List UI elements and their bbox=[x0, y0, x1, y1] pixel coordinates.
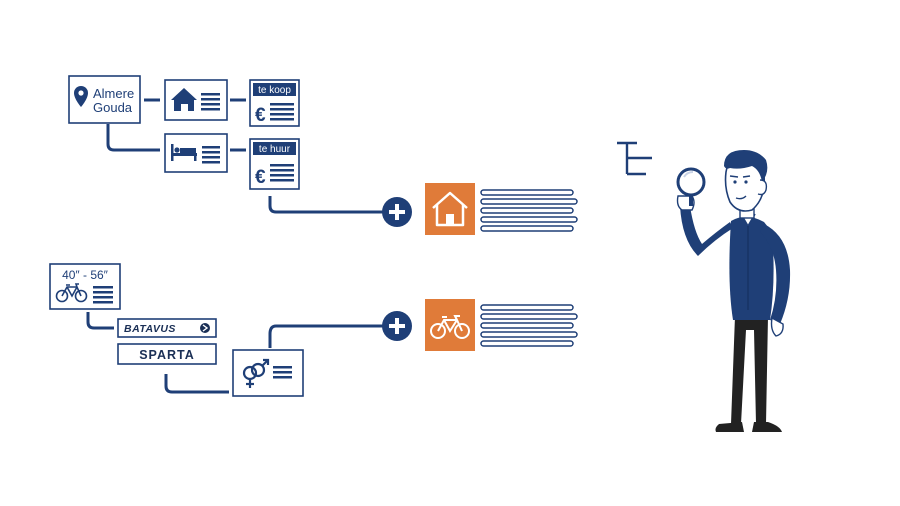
svg-text:€: € bbox=[255, 105, 266, 126]
housing-flow bbox=[106, 98, 385, 214]
brand-batavus-card: BATAVUS bbox=[117, 318, 217, 338]
bed-icon bbox=[171, 144, 197, 161]
for-rent-card: te huur € bbox=[249, 138, 300, 190]
gender-symbols-icon bbox=[242, 358, 270, 388]
shirt bbox=[729, 216, 774, 320]
thinking-filter-icon bbox=[617, 141, 652, 176]
house-icon bbox=[432, 191, 468, 227]
bicycle-icon bbox=[430, 315, 470, 339]
right-shoe bbox=[752, 422, 782, 432]
housing-plus-icon bbox=[382, 197, 412, 227]
connector-line bbox=[268, 196, 385, 214]
brand-sparta-card: SPARTA bbox=[117, 343, 217, 365]
for-rent-tag: te huur bbox=[259, 144, 291, 155]
euro-icon: € bbox=[255, 105, 266, 126]
euro-icon: € bbox=[255, 167, 266, 188]
brand-sparta-label: SPARTA bbox=[139, 348, 195, 362]
svg-text:€: € bbox=[255, 167, 266, 188]
trousers bbox=[731, 316, 768, 424]
text-lines-icon bbox=[202, 146, 220, 164]
gender-card bbox=[232, 349, 304, 397]
house-type-card bbox=[164, 79, 228, 121]
for-sale-tag: te koop bbox=[258, 85, 291, 96]
connector-line bbox=[268, 324, 385, 348]
batavus-logo-icon bbox=[200, 323, 210, 333]
location-city-2: Gouda bbox=[93, 100, 133, 115]
text-lines-icon bbox=[201, 93, 220, 111]
location-city-1: Almere bbox=[93, 86, 134, 101]
text-lines-icon bbox=[270, 103, 294, 121]
for-sale-card: te koop € bbox=[249, 79, 300, 127]
housing-result-lines bbox=[480, 189, 578, 232]
text-lines-icon bbox=[273, 366, 292, 379]
bike-size-range: 40″ - 56″ bbox=[62, 268, 109, 282]
person-with-magnifier bbox=[676, 150, 791, 432]
raised-arm bbox=[680, 206, 733, 256]
bed-type-card bbox=[164, 133, 228, 173]
brand-batavus-label: BATAVUS bbox=[124, 323, 176, 335]
location-card: Almere Gouda bbox=[68, 75, 141, 124]
bike-result-lines bbox=[480, 304, 578, 347]
left-shoe bbox=[715, 422, 744, 432]
bike-plus-icon bbox=[382, 311, 412, 341]
bicycle-icon bbox=[55, 283, 88, 303]
location-pin-icon bbox=[74, 86, 88, 107]
bike-result-tile bbox=[425, 299, 475, 351]
text-lines-icon bbox=[93, 286, 113, 304]
connector-line bbox=[106, 124, 160, 152]
bike-size-card: 40″ - 56″ bbox=[49, 263, 121, 310]
house-icon bbox=[171, 88, 197, 111]
housing-result-tile bbox=[425, 183, 475, 235]
connector-line bbox=[164, 374, 229, 394]
hair bbox=[724, 150, 768, 182]
magnifying-glass-icon bbox=[676, 167, 706, 206]
text-lines-icon bbox=[270, 164, 294, 182]
bike-flow bbox=[86, 312, 385, 394]
right-arm bbox=[760, 224, 791, 324]
connector-line bbox=[86, 312, 114, 330]
